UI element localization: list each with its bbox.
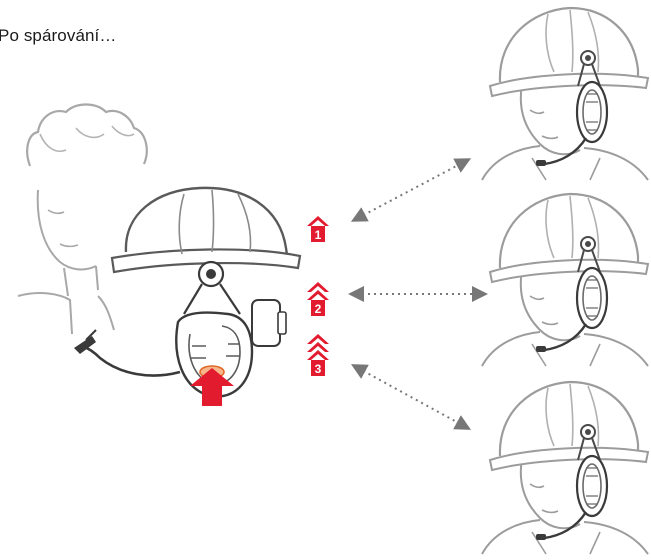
channel-chevron [307,216,329,226]
receiver-worker-middle [482,194,648,366]
channel-badges: 1 2 3 [307,216,329,376]
connector-top [358,162,464,218]
channel-badge-1: 1 [307,216,329,242]
caption: Po spárování… [0,26,116,46]
channel-badge-2: 2 [307,282,329,316]
channel-number: 2 [315,302,322,316]
receiver-worker-top [482,8,648,180]
channel-number: 1 [315,228,322,242]
connectors [356,162,480,426]
channel-badge-3: 3 [307,334,329,376]
main-worker-illustration [18,105,300,397]
receiver-worker-bottom [482,382,648,554]
connector-bottom [358,368,464,426]
channel-number: 3 [315,362,322,376]
